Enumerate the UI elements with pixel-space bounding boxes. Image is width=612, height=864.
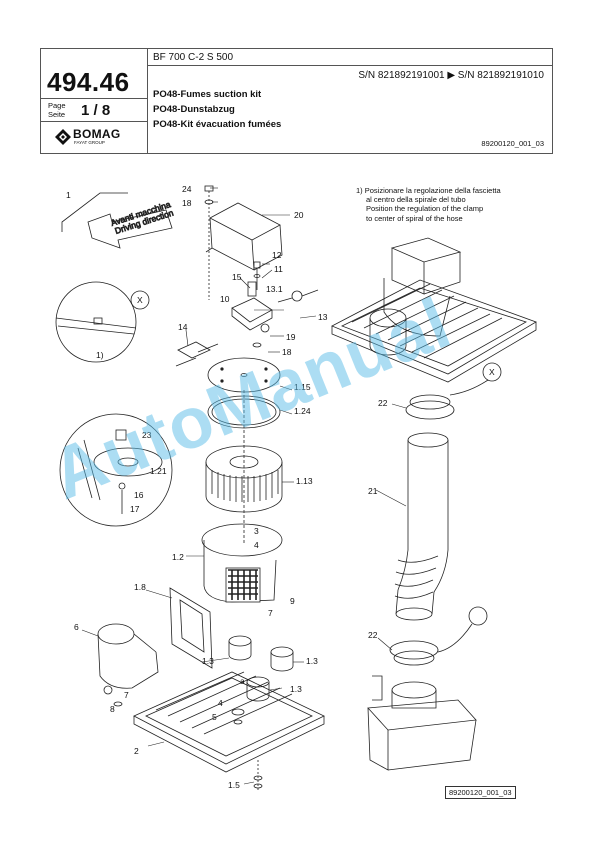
callout: 7 (268, 608, 273, 618)
catalog-number: 494.46 (47, 67, 130, 97)
fan-housing (201, 390, 283, 603)
callout: 8 (110, 704, 115, 714)
side-flange (169, 587, 213, 669)
driving-direction-arrow: Avanti macchina Driving direction (61, 192, 175, 249)
callout: 10 (220, 294, 230, 304)
note-line: to center of spiral of the hose (366, 213, 463, 223)
callout: 1.15 (294, 382, 311, 392)
callout: 1 (66, 190, 71, 200)
callout: X (489, 367, 495, 377)
title-en: PO48-Fumes suction kit (153, 89, 262, 100)
leader-lines (81, 187, 407, 785)
kit-titles: PO48-Fumes suction kit PO48-Dunstabzug P… (153, 87, 281, 132)
callout: 11 (274, 264, 283, 274)
cover-plate (205, 202, 283, 271)
base-grate (133, 671, 325, 790)
callout: X (137, 295, 143, 305)
callout: 1.8 (134, 582, 146, 592)
callout: 15 (232, 272, 242, 282)
callout: 1.5 (228, 780, 240, 790)
title-de: PO48-Dunstabzug (153, 104, 235, 115)
callout: 5 (212, 712, 217, 722)
callout: 4 (254, 540, 259, 550)
callout: 12 (272, 250, 282, 260)
header-block: BF 700 C-2 S 500 S/N 821892191001 ▶ S/N … (40, 48, 553, 154)
elbow-outlet (97, 623, 159, 707)
right-fan-assembly (331, 237, 537, 396)
model-name: BF 700 C-2 S 500 (153, 52, 234, 63)
serial-range: S/N 821892191001 ▶ S/N 821892191010 (358, 70, 544, 81)
callout: 21 (368, 486, 378, 496)
callout-labels: 1 24 18 20 12 11 15 13.1 10 13 14 19 18 … (66, 184, 495, 790)
detail-circle-upper (55, 281, 150, 363)
callout: 2 (134, 746, 139, 756)
detail-circle-lower (59, 413, 173, 527)
callout: 3 (254, 526, 259, 536)
assembly-note: 1) Posizionare la regolazione della fasc… (356, 186, 501, 223)
callout: 23 (142, 430, 152, 440)
header-divider (147, 49, 148, 153)
callout: 9 (290, 596, 295, 606)
doc-id: 89200120_001_03 (481, 139, 544, 148)
callout: 1.13 (296, 476, 313, 486)
callout: 1.3 (202, 656, 214, 666)
callout: 1) (96, 350, 104, 360)
callout: 1.21 (150, 466, 167, 476)
callout: 1.3 (290, 684, 302, 694)
brand-name: BOMAG (73, 127, 121, 141)
note-line: al centro della spirale del tubo (366, 195, 466, 205)
callout: 13 (318, 312, 328, 322)
hose (389, 394, 488, 666)
callout: 14 (178, 322, 188, 332)
callout: 7 (124, 690, 129, 700)
callout: 18 (282, 347, 292, 357)
header-rule (41, 121, 147, 122)
callout: 22 (368, 630, 378, 640)
header-rule (147, 65, 552, 66)
header-rule (41, 98, 147, 99)
callout: 1.2 (172, 552, 184, 562)
callout: 22 (378, 398, 388, 408)
callout: a (240, 676, 245, 686)
brand-logo: BOMAG FAYAT GROUP (55, 127, 135, 149)
callout: 17 (130, 504, 140, 514)
footer-doc-id: 89200120_001_03 (445, 786, 516, 799)
brand-sub: FAYAT GROUP (74, 140, 105, 145)
callout: 1.24 (294, 406, 311, 416)
callout: 6 (74, 622, 79, 632)
page-label-text: Page Seite (48, 101, 66, 119)
page-number: 1 / 8 (81, 102, 111, 119)
bomag-diamond-icon (55, 129, 71, 145)
callout: 18 (182, 198, 192, 208)
callout: 20 (294, 210, 304, 220)
page-label: Page Seite (48, 101, 66, 119)
title-fr: PO48-Kit évacuation fumées (153, 119, 282, 130)
note-line: 1) Posizionare la regolazione della fasc… (356, 186, 501, 195)
note-line: Position the regulation of the clamp (366, 204, 484, 214)
exhaust-hood (367, 675, 477, 771)
callout: 1.3 (306, 656, 318, 666)
callout: 19 (286, 332, 296, 342)
rubber-pads (228, 635, 294, 702)
callout: 4 (218, 698, 223, 708)
callout: 24 (182, 184, 192, 194)
callout: 13.1 (266, 284, 283, 294)
callout: 16 (134, 490, 144, 500)
